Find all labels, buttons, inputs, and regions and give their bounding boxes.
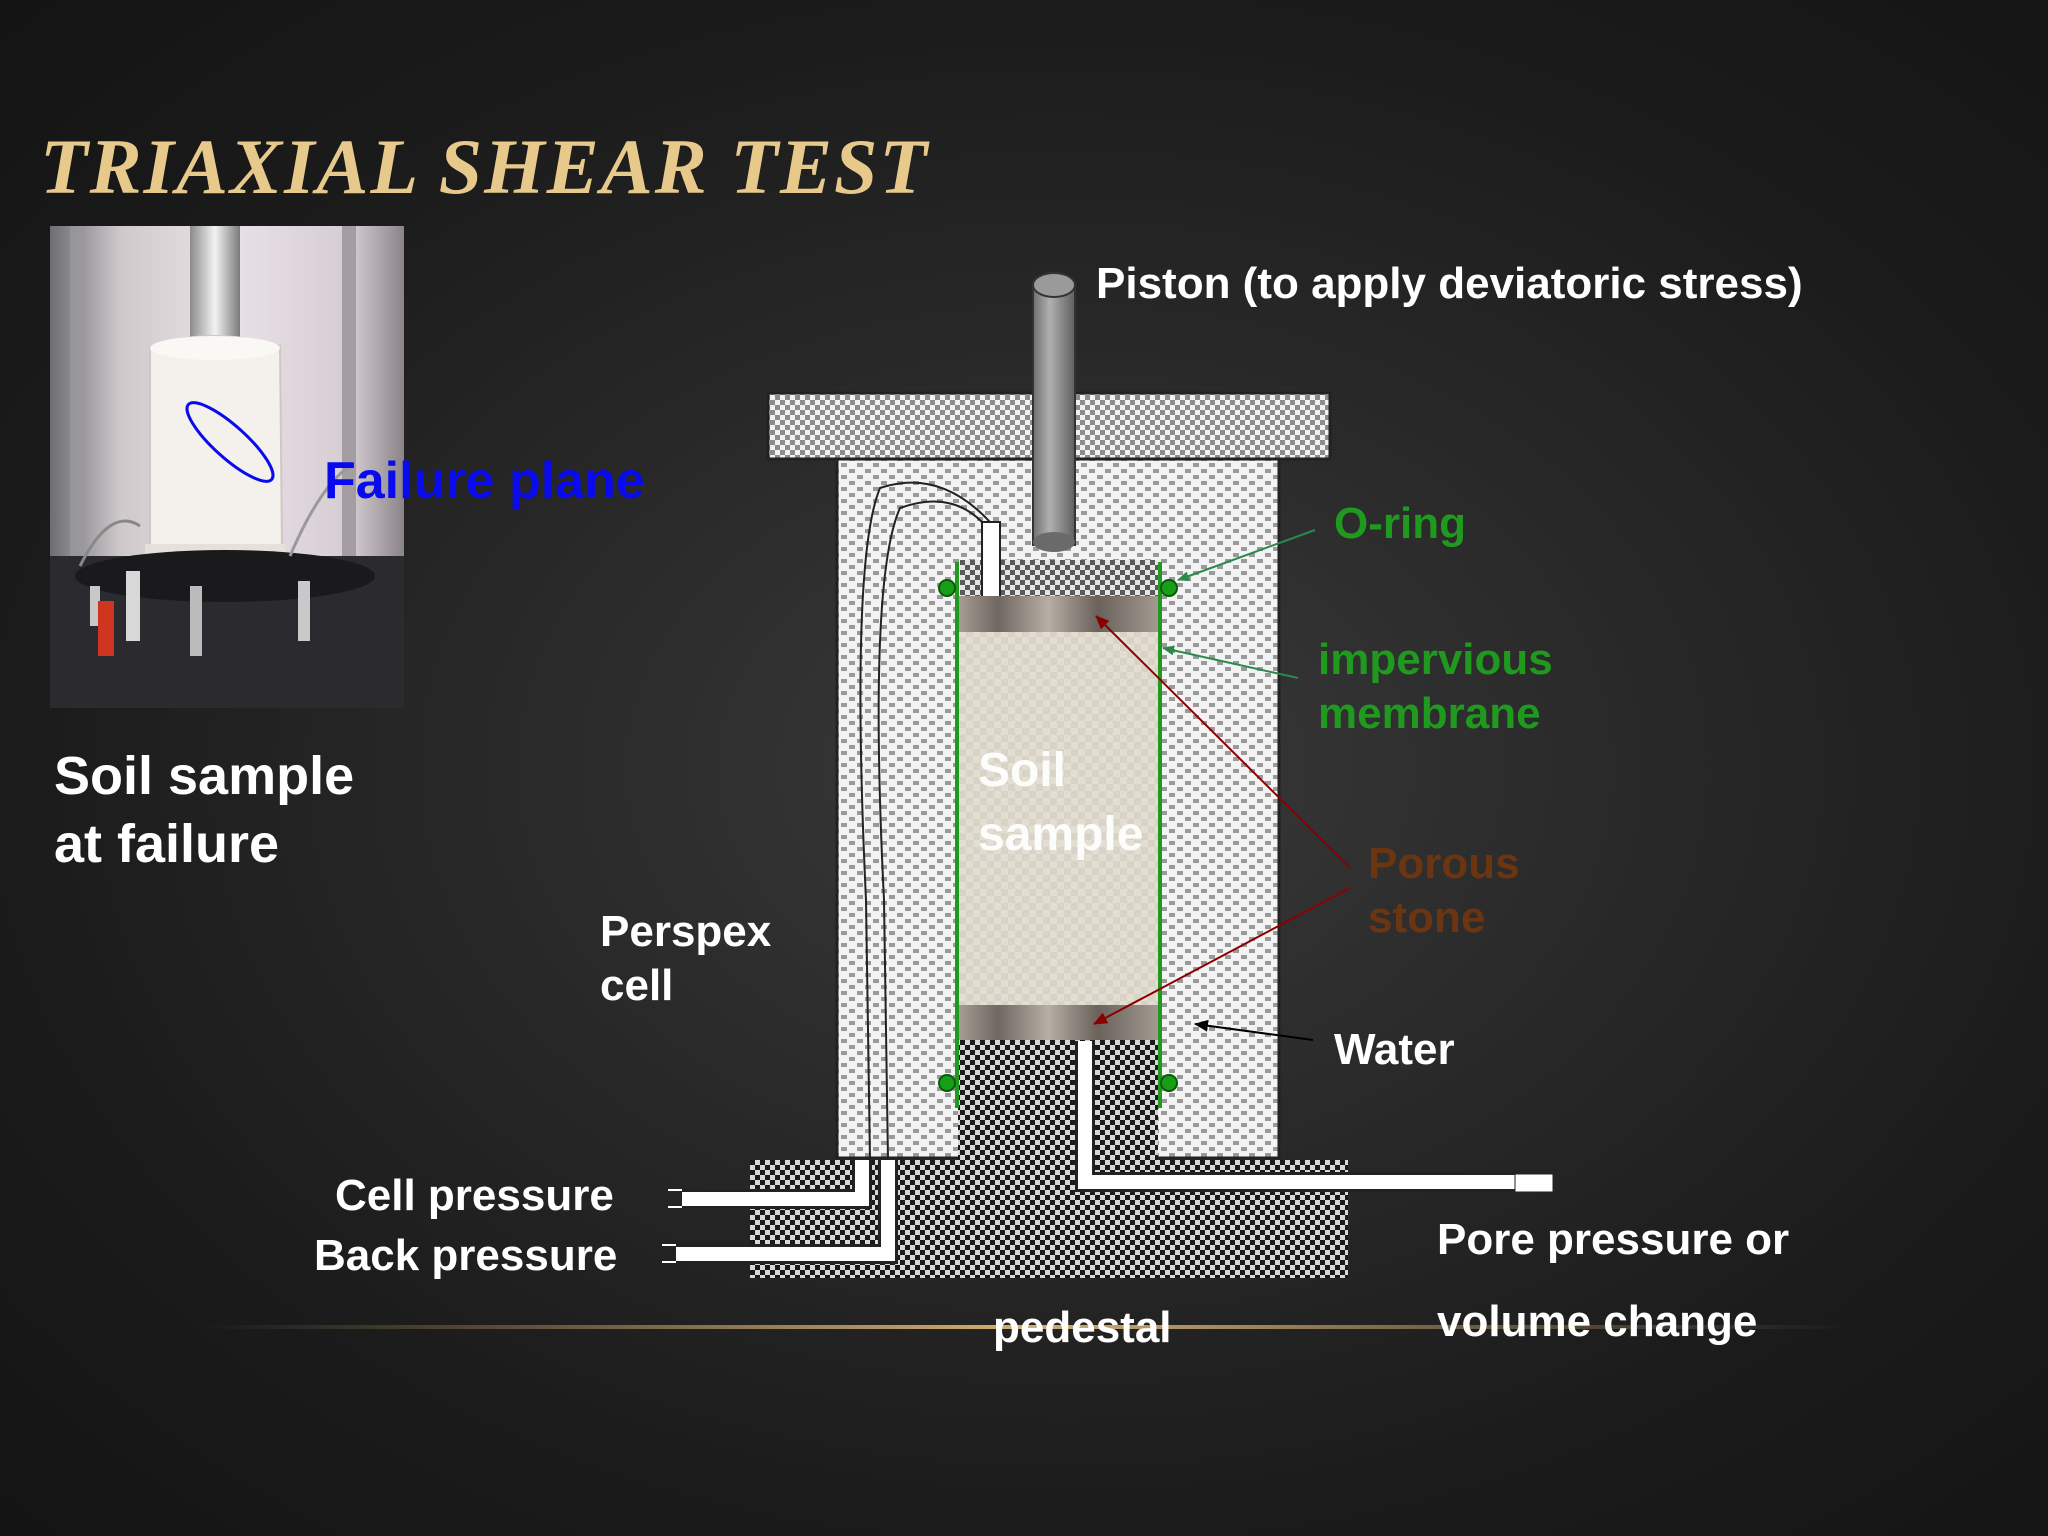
pedestal-label: pedestal (993, 1303, 1172, 1352)
o-ring-bottom-left (938, 1074, 956, 1092)
slide-title: TRIAXIAL SHEAR TEST (40, 123, 930, 210)
perspex-cell-label-line1: Perspex (600, 907, 772, 956)
porous-stone-label-line1: Porous (1368, 839, 1520, 888)
lower-porous-stone (958, 1005, 1158, 1041)
membrane-label-line1: impervious (1318, 635, 1553, 684)
water-label: Water (1334, 1025, 1455, 1074)
cell-pressure-label: Cell pressure (335, 1171, 614, 1220)
soil-sample-label-line2: sample (978, 808, 1144, 861)
photo-caption-line2: at failure (54, 814, 280, 874)
failure-plane-ellipse (185, 401, 275, 483)
perspex-cell-label-line2: cell (600, 961, 674, 1010)
porous-stone-label-line2: stone (1368, 893, 1486, 942)
soil-sample (958, 632, 1158, 1007)
membrane-label-line2: membrane (1318, 689, 1541, 738)
upper-porous-stone (958, 596, 1158, 632)
piston-label: Piston (to apply deviatoric stress) (1096, 259, 1803, 308)
o-ring-top-left (938, 579, 956, 597)
photo-caption-line1: Soil sample (54, 746, 355, 806)
specimen-photo (50, 226, 404, 708)
o-ring-bottom-right (1160, 1074, 1178, 1092)
piston (1032, 284, 1076, 546)
o-ring-top-right (1160, 579, 1178, 597)
o-ring-label: O-ring (1334, 499, 1466, 548)
pedestal-column (958, 1040, 1158, 1162)
pore-pressure-label-line2: volume change (1437, 1297, 1758, 1346)
failure-plane-label: Failure plane (324, 452, 645, 510)
pore-pressure-label-line1: Pore pressure or (1437, 1215, 1790, 1264)
back-pressure-label: Back pressure (314, 1231, 618, 1280)
soil-sample-label-line1: Soil (978, 744, 1067, 797)
